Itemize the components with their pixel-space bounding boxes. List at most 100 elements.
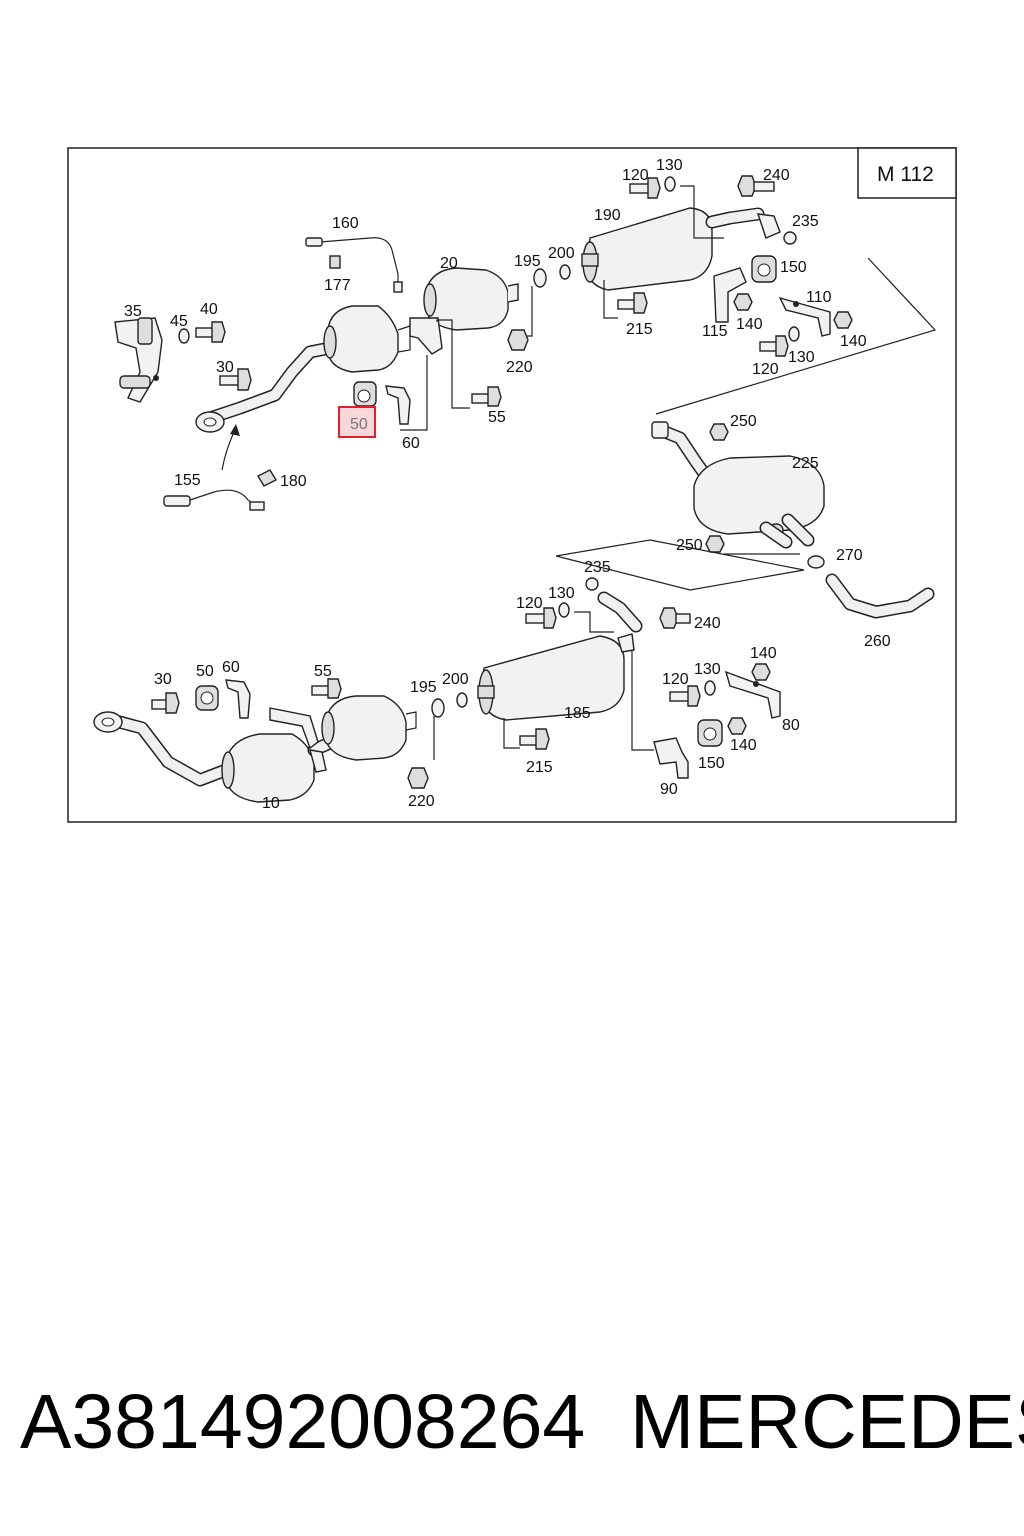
ring-200-lower	[456, 692, 468, 708]
clip-177	[329, 255, 341, 269]
hanger-115	[713, 267, 747, 323]
callout-235: 235	[584, 559, 611, 576]
callout-labels: 160 177 20 195 200 120 130 240 190 235 1…	[124, 157, 891, 812]
part-number: A381492008264	[20, 1379, 586, 1465]
bolt-55-lower	[311, 678, 342, 699]
washer-130-lower-a	[558, 602, 570, 618]
callout-200: 200	[548, 245, 575, 262]
nut-220-upper	[507, 329, 529, 351]
highlight-box	[338, 406, 376, 438]
clip-180	[257, 469, 277, 487]
callout-270: 270	[836, 547, 863, 564]
washer-130-top	[664, 176, 676, 192]
callout-140: 140	[750, 645, 777, 662]
washer-45	[178, 328, 190, 344]
center-muffler-190	[581, 207, 713, 291]
rubber-mount-150-upper	[751, 255, 777, 283]
hanger-60-lower	[225, 679, 251, 719]
bolt-240-upper	[737, 175, 775, 197]
callout-120: 120	[516, 595, 543, 612]
callout-150: 150	[698, 755, 725, 772]
rubber-mount-150-lower	[697, 719, 723, 747]
callout-195: 195	[514, 253, 541, 270]
catalytic-converter-20	[423, 267, 519, 331]
bolt-40	[195, 321, 226, 343]
callout-130: 130	[788, 349, 815, 366]
nut-140-lower-a	[751, 663, 771, 681]
model-label-box	[857, 147, 957, 199]
rubber-mount-50-lower	[195, 685, 219, 711]
callout-30: 30	[216, 359, 234, 376]
rear-muffler-225	[693, 455, 825, 549]
bolt-30-upper	[219, 368, 252, 391]
callout-235: 235	[792, 213, 819, 230]
bolt-215-lower	[519, 728, 550, 750]
lower-assembly	[93, 577, 781, 803]
callout-260: 260	[864, 633, 891, 650]
upper-assembly	[114, 175, 937, 511]
footer: A381492008264 MERCEDES	[0, 1372, 1024, 1472]
callout-35: 35	[124, 303, 142, 320]
callout-155: 155	[174, 472, 201, 489]
callout-140: 140	[730, 737, 757, 754]
callout-225: 225	[792, 455, 819, 472]
center-muffler-185	[477, 635, 625, 721]
callout-185: 185	[564, 705, 591, 722]
callout-40: 40	[200, 301, 218, 318]
callout-50-highlighted: 50	[350, 416, 368, 433]
callout-55: 55	[488, 409, 506, 426]
ring-200-upper	[559, 264, 571, 280]
callout-110: 110	[806, 289, 832, 306]
callout-115: 115	[702, 323, 728, 340]
callout-215: 215	[626, 321, 653, 338]
callout-140: 140	[840, 333, 867, 350]
exhaust-system-diagram: M 112	[67, 147, 957, 823]
callout-200: 200	[442, 671, 469, 688]
callout-20: 20	[440, 255, 458, 272]
nut-250-top	[709, 423, 729, 441]
oxygen-sensor-155	[163, 489, 265, 511]
washer-130-mid	[788, 326, 800, 342]
clamp-270	[807, 555, 825, 569]
callout-180: 180	[280, 473, 307, 490]
nut-220-lower	[407, 767, 429, 789]
callout-60: 60	[402, 435, 420, 452]
ring-235-lower	[585, 577, 599, 591]
catalytic-converter-front	[323, 305, 411, 373]
model-label: M 112	[877, 163, 934, 186]
callout-120: 120	[662, 671, 689, 688]
callout-55: 55	[314, 663, 332, 680]
callout-60: 60	[222, 659, 240, 676]
callout-150: 150	[780, 259, 807, 276]
callout-240: 240	[763, 167, 790, 184]
callout-50: 50	[196, 663, 214, 680]
callout-45: 45	[170, 313, 188, 330]
callout-160: 160	[332, 215, 359, 232]
callout-30: 30	[154, 671, 172, 688]
bolt-120-mid	[759, 335, 789, 357]
tail-pipe-260	[825, 573, 935, 619]
rear-silencer-assembly	[555, 421, 935, 619]
callout-220: 220	[506, 359, 533, 376]
callout-220: 220	[408, 793, 435, 810]
nut-140-upper-b	[833, 311, 853, 329]
bolt-215-upper	[617, 292, 648, 314]
callout-130: 130	[548, 585, 575, 602]
brand-name: MERCEDES	[630, 1379, 1024, 1465]
callout-250: 250	[676, 537, 703, 554]
bolt-120-lower-b	[669, 685, 701, 707]
bolt-120-top	[629, 177, 661, 199]
callout-130: 130	[656, 157, 683, 174]
seal-195-lower	[431, 698, 445, 718]
catalytic-converter-lower-front	[221, 733, 315, 803]
callout-195: 195	[410, 679, 437, 696]
callout-90: 90	[660, 781, 678, 798]
bolt-55-upper	[471, 386, 502, 407]
rubber-mount-50-highlighted	[353, 381, 377, 407]
nut-140-lower-b	[727, 717, 747, 735]
callout-240: 240	[694, 615, 721, 632]
callout-140: 140	[736, 316, 763, 333]
catalytic-converter-lower-rear	[321, 695, 417, 761]
callout-130: 130	[694, 661, 721, 678]
washer-130-lower-b	[704, 680, 716, 696]
